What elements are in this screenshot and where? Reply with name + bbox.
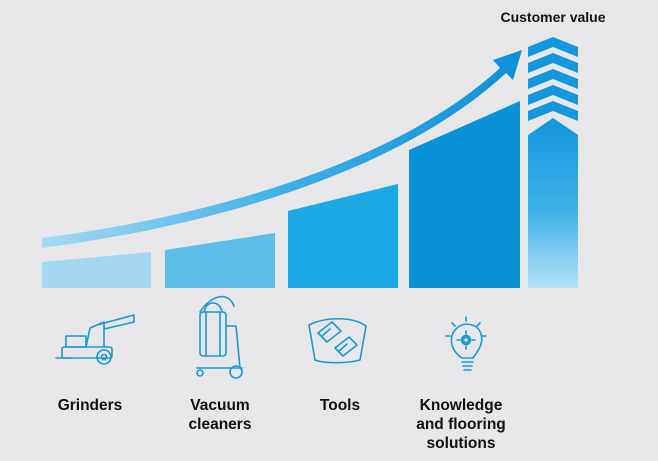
bar-vacuum-cleaners <box>165 233 275 288</box>
chevron-stack-icon <box>528 37 578 121</box>
customer-value-label: Customer value <box>500 9 606 25</box>
category-label-tools: Tools <box>319 397 361 414</box>
bar-grinders <box>42 252 151 288</box>
category-label-knowledge: Knowledge and flooring solutions <box>416 397 506 452</box>
category-label-grinders: Grinders <box>57 397 123 414</box>
diamond-tools-icon <box>308 317 367 364</box>
customer-value-column <box>528 118 578 288</box>
vacuum-cleaner-icon <box>196 295 243 379</box>
grinder-machine-icon <box>55 314 135 365</box>
bar-knowledge <box>409 101 520 288</box>
lightbulb-gear-icon <box>445 316 487 371</box>
bar-tools <box>288 184 398 288</box>
category-label-vacuum-cleaners: Vacuum cleaners <box>188 397 252 433</box>
